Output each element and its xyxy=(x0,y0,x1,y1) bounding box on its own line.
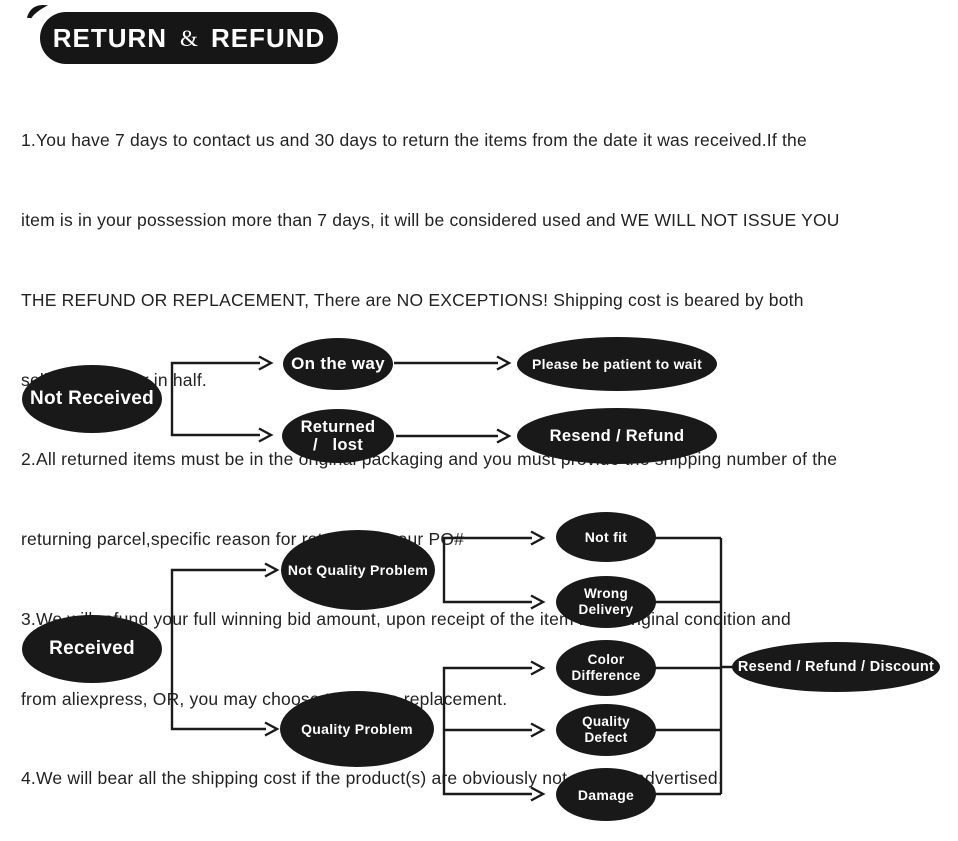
node-on-the-way: On the way xyxy=(283,338,393,390)
title-word-refund: REFUND xyxy=(210,22,326,53)
node-label: Defect xyxy=(584,730,628,745)
node-label: Please be patient to wait xyxy=(531,356,703,372)
arrowhead-icon xyxy=(530,722,546,738)
node-wrong-delivery: Wrong Delivery xyxy=(556,576,656,628)
decorative-swoosh-icon xyxy=(26,4,49,19)
connector-qp-bracket xyxy=(442,666,532,796)
node-resend-refund-discount: Resend / Refund / Discount xyxy=(732,642,940,692)
node-label: Delivery xyxy=(578,602,634,617)
arrowhead-icon xyxy=(264,721,280,737)
node-label: Damage xyxy=(577,786,635,803)
node-label: Returned xyxy=(300,418,376,436)
node-damage: Damage xyxy=(556,768,656,821)
node-label: On the way xyxy=(291,354,385,373)
node-label: Not Received xyxy=(30,388,154,409)
title-ampersand: & xyxy=(180,25,198,51)
node-label: Not Quality Problem xyxy=(287,562,429,578)
node-label: Quality xyxy=(582,714,630,729)
arrowhead-icon xyxy=(264,562,280,578)
node-label: Quality Problem xyxy=(301,721,413,737)
title-banner: RETURN & REFUND xyxy=(40,12,338,64)
node-label: Received xyxy=(49,638,135,659)
node-received: Received xyxy=(22,615,162,683)
policy-text: 1.You have 7 days to contact us and 30 d… xyxy=(21,74,951,819)
policy-line: 3.We will refund your full winning bid a… xyxy=(21,608,791,629)
arrowhead-icon xyxy=(530,594,546,610)
node-not-fit: Not fit xyxy=(556,512,656,562)
policy-line: 2.All returned items must be in the orig… xyxy=(21,449,838,470)
node-label: Resend / Refund xyxy=(549,426,685,445)
policy-line: item is in your possession more than 7 d… xyxy=(21,209,840,230)
arrowhead-icon xyxy=(530,786,546,802)
node-quality-defect: Quality Defect xyxy=(556,704,656,756)
title-word-return: RETURN xyxy=(52,22,168,53)
arrowhead-icon xyxy=(258,355,274,371)
connector-outcome-collector xyxy=(650,536,734,796)
policy-line: THE REFUND OR REPLACEMENT, There are NO … xyxy=(21,289,804,310)
node-label: Color xyxy=(587,652,625,667)
node-label: Wrong xyxy=(584,586,628,601)
node-label: Resend / Refund / Discount xyxy=(737,659,935,675)
node-returned-lost: Returned / lost xyxy=(282,409,394,463)
node-label: Not fit xyxy=(584,529,628,545)
connector-not-received-bracket xyxy=(170,361,260,437)
arrowhead-icon xyxy=(530,660,546,676)
node-not-quality-problem: Not Quality Problem xyxy=(281,530,435,610)
node-label: / lost xyxy=(312,436,364,454)
node-color-difference: Color Difference xyxy=(556,640,656,696)
node-label: Difference xyxy=(571,668,641,683)
arrowhead-icon xyxy=(496,428,512,444)
connector-nqp-bracket xyxy=(442,536,532,604)
arrowhead-icon xyxy=(530,530,546,546)
arrowhead-icon xyxy=(258,427,274,443)
arrowhead-icon xyxy=(496,355,512,371)
node-not-received: Not Received xyxy=(22,365,162,433)
policy-line: 1.You have 7 days to contact us and 30 d… xyxy=(21,130,807,151)
node-resend-refund: Resend / Refund xyxy=(517,408,717,464)
connector-received-bracket xyxy=(170,568,266,731)
node-please-be-patient: Please be patient to wait xyxy=(517,337,717,391)
node-quality-problem: Quality Problem xyxy=(280,691,434,767)
